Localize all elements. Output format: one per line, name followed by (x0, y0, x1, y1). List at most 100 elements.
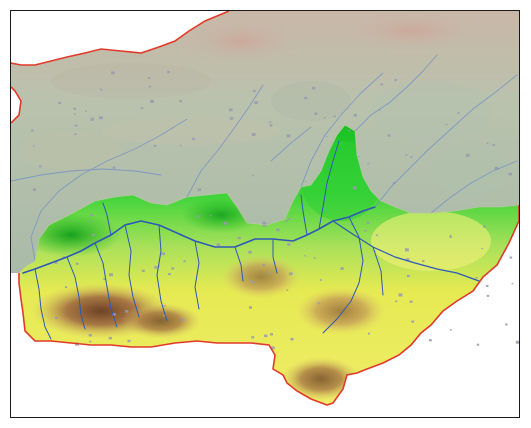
tributary-2 (66, 256, 86, 330)
settlement-marker (405, 258, 410, 262)
tributary-6 (194, 240, 200, 310)
settlement-marker (39, 165, 42, 168)
settlement-marker (125, 310, 129, 313)
settlement-marker (171, 267, 175, 270)
tributary-7 (234, 246, 244, 282)
settlement-marker (55, 316, 58, 319)
context-river-6 (11, 168, 162, 182)
settlement-marker (90, 117, 95, 121)
settlement-marker (251, 336, 255, 339)
settlement-marker (276, 228, 280, 232)
settlement-marker (229, 117, 234, 120)
context-river-7 (270, 126, 312, 162)
outside-area-top-left (11, 11, 229, 65)
context-river-5 (354, 54, 438, 132)
context-relief-texture (21, 11, 511, 195)
settlement-marker (481, 248, 483, 250)
settlement-marker (353, 113, 357, 117)
settlement-marker (271, 346, 275, 350)
settlement-marker (100, 88, 103, 91)
settlement-marker (179, 144, 182, 147)
settlement-marker (288, 218, 291, 221)
settlement-marker (314, 112, 318, 115)
settlement-marker (348, 130, 350, 132)
settlement-marker (167, 71, 170, 74)
settlement-marker (350, 223, 353, 226)
settlement-marker (394, 79, 397, 81)
river-network (11, 54, 518, 340)
settlement-marker (475, 276, 478, 279)
tributary-4 (124, 224, 140, 318)
settlement-marker (73, 113, 76, 115)
settlement-marker (358, 155, 360, 158)
settlement-marker (494, 166, 499, 170)
settlement-marker (267, 272, 270, 275)
settlement-marker (237, 236, 241, 240)
settlement-marker (505, 323, 508, 326)
settlement-marker (409, 300, 413, 303)
settlement-marker (196, 215, 200, 218)
context-river-3 (300, 72, 384, 188)
settlement-marker (58, 101, 61, 104)
settlement-marker (92, 240, 95, 242)
settlement-marker (248, 250, 252, 254)
settlement-marker (74, 133, 77, 136)
study-area-boundary (18, 124, 519, 274)
settlement-marker (54, 261, 58, 264)
relief-map[interactable] (11, 11, 519, 417)
settlement-marker (449, 329, 452, 331)
settlement-marker (410, 155, 413, 158)
settlement-marker (154, 266, 158, 269)
settlement-marker (192, 137, 195, 141)
settlement-marker (183, 260, 186, 263)
settlement-marker (229, 108, 233, 112)
settlement-marker (90, 213, 94, 217)
settlement-marker (325, 135, 328, 138)
settlement-marker (264, 334, 268, 338)
territory-boundary-notch (11, 86, 22, 124)
settlement-marker (251, 133, 256, 136)
settlement-marker (364, 230, 367, 232)
settlement-marker (89, 340, 92, 343)
settlement-marker (88, 334, 92, 337)
settlement-marker (98, 116, 103, 120)
settlement-marker (252, 174, 254, 177)
territory-boundary-north (11, 11, 230, 66)
context-relief-region (11, 11, 519, 273)
settlement-marker (486, 142, 489, 144)
settlement-marker (509, 256, 513, 259)
settlement-marker (380, 83, 384, 86)
settlement-marker (269, 121, 272, 123)
settlement-marker (483, 225, 486, 228)
settlement-marker (404, 248, 409, 252)
settlement-marker (250, 280, 254, 284)
settlement-marker (112, 166, 116, 169)
tributary-10 (372, 246, 384, 296)
settlement-marker (197, 188, 201, 192)
settlement-marker (109, 273, 113, 277)
settlement-marker (116, 234, 119, 236)
tributary-5 (156, 224, 168, 322)
settlement-marker (422, 260, 425, 263)
settlement-marker (405, 154, 408, 156)
settlement-marker (209, 214, 212, 217)
settlement-marker (262, 221, 267, 225)
settlement-marker (290, 337, 294, 341)
settlement-marker (366, 221, 370, 224)
settlement-marker (163, 305, 166, 307)
settlement-marker (320, 279, 322, 281)
context-river-1 (30, 118, 188, 262)
settlement-marker (75, 262, 79, 265)
settlement-marker (90, 220, 93, 223)
settlement-marker (367, 162, 370, 165)
tributary-north-2 (318, 140, 340, 230)
settlement-marker (492, 144, 495, 146)
settlement-marker (286, 289, 289, 291)
settlement-marker (511, 283, 514, 285)
settlement-marker (515, 340, 519, 344)
map-frame (10, 10, 520, 418)
settlement-marker (445, 123, 448, 126)
context-river-4 (374, 74, 518, 208)
settlement-marker (141, 269, 145, 272)
settlement-marker (111, 71, 115, 75)
